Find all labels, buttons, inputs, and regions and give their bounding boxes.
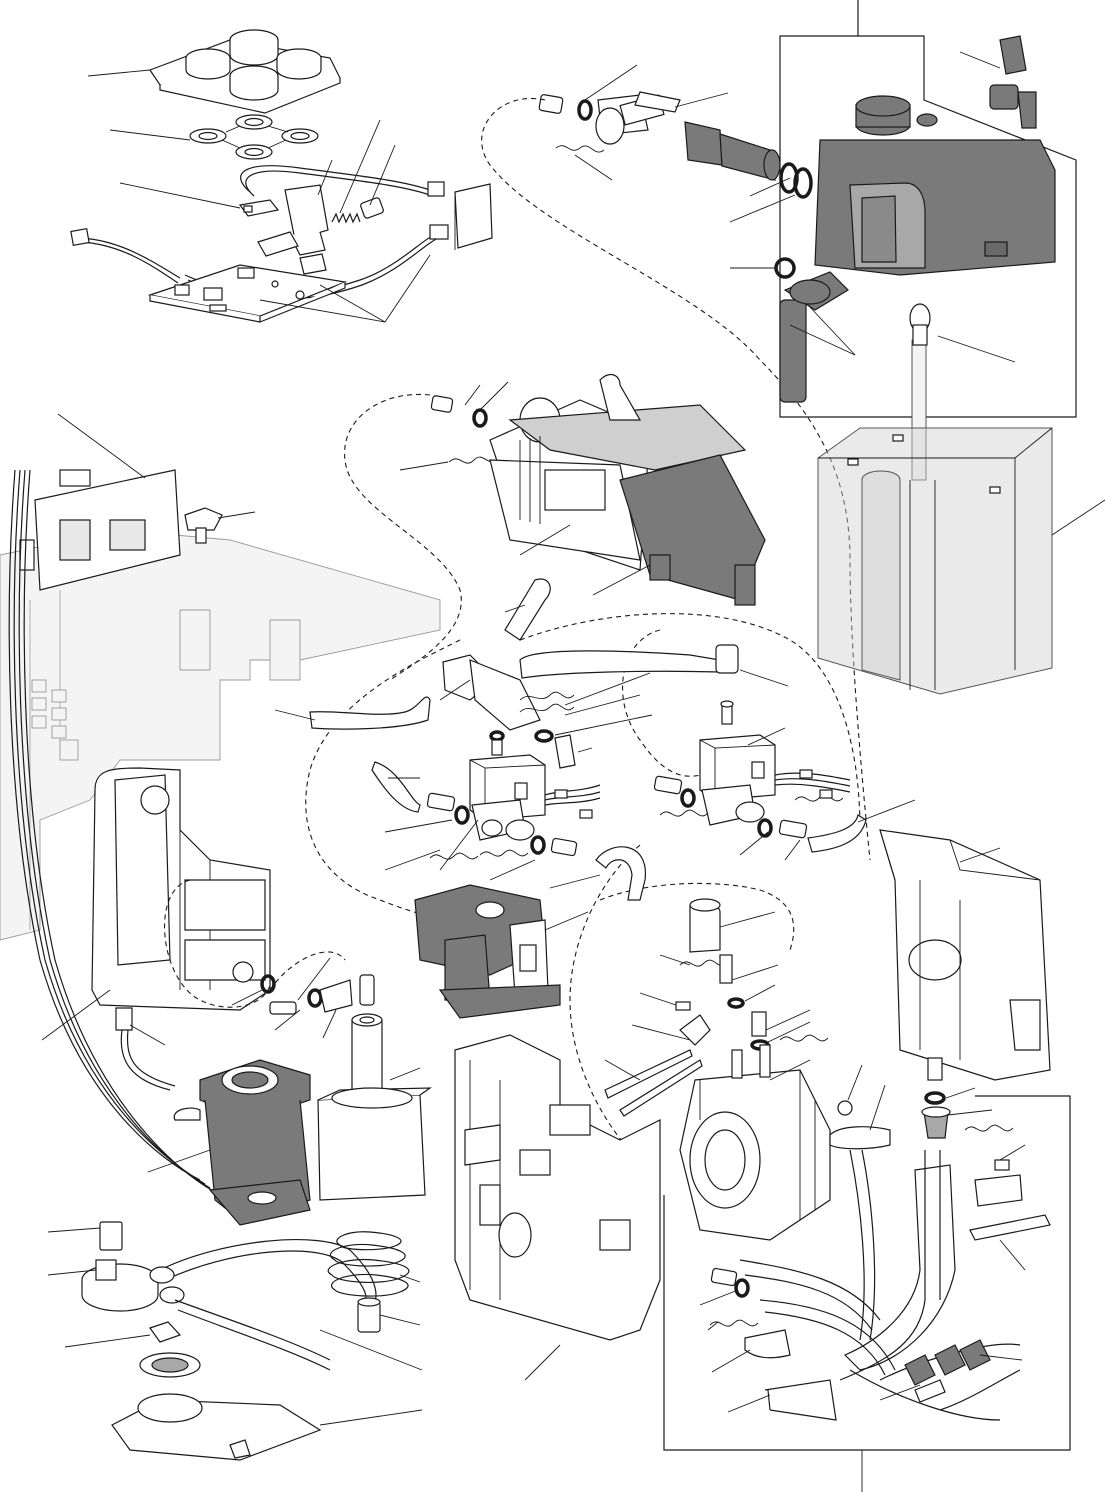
grinder-motor (489, 373, 766, 606)
pump-coil (317, 1013, 432, 1201)
switch-module (238, 184, 329, 275)
button-gasket (189, 114, 319, 160)
solenoid-valve-left (469, 730, 546, 841)
grinder-bracket (414, 884, 561, 1019)
thermoblock (679, 1044, 831, 1241)
flow-meter (81, 1259, 159, 1312)
support-bracket (879, 829, 1051, 1081)
upper-pcb (147, 264, 348, 323)
spring (331, 197, 384, 224)
steam-valve-group (538, 91, 681, 145)
solenoid-valve-right (699, 700, 776, 826)
outlet-tube (779, 271, 849, 403)
inlet-coupling (684, 121, 781, 181)
float-rod (909, 303, 931, 481)
pump (173, 1059, 311, 1226)
power-board (19, 469, 181, 591)
connector-elbow (989, 35, 1037, 129)
drip-tray-housing (91, 767, 271, 1011)
water-tank-module (814, 95, 1056, 276)
control-panel-buttons (149, 29, 341, 114)
frame-panel (454, 1034, 661, 1341)
water-reservoir (817, 427, 1053, 695)
